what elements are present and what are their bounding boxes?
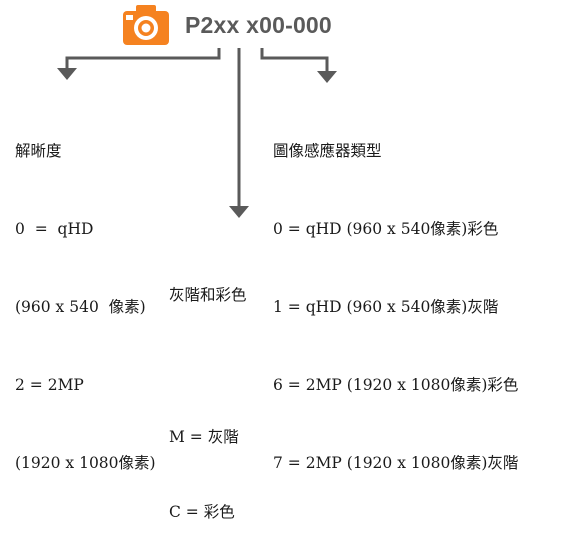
sensor-type-line: 1 = qHD (960 x 540像素)灰階 [273,298,499,316]
sensor-type-line: 7 = 2MP (1920 x 1080像素)灰階 [273,454,519,472]
model-code-suffix: x00-000 [246,11,332,38]
model-code: P2xx x00-000 [185,12,332,39]
model-code-header: P2xx x00-000 [121,3,332,47]
color-mode-line: M = 灰階 [169,428,239,446]
resolution-line: (1920 x 1080像素) [15,454,156,472]
resolution-line: 0 = qHD [15,220,94,238]
color-mode-title: 灰階和彩色 [169,286,247,304]
sensor-type-line: 0 = qHD (960 x 540像素)彩色 [273,220,499,238]
sensor-type-legend: 圖像感應器類型 0 = qHD (960 x 540像素)彩色 1 = qHD … [273,86,518,502]
arrow-to-resolution [65,48,221,70]
spacer [169,360,247,374]
resolution-line: (960 x 540 像素) [15,298,146,316]
model-code-prefix: P2xx [185,11,240,38]
connector-arrows [57,48,337,218]
arrowhead-sensor-type [317,71,337,83]
sensor-type-line: 6 = 2MP (1920 x 1080像素)彩色 [273,376,519,394]
arrow-to-sensor-type [260,48,329,73]
arrowhead-color-mode [229,206,249,218]
resolution-title: 解晰度 [15,142,62,160]
sensor-type-title: 圖像感應器類型 [273,142,382,160]
resolution-legend: 解晰度 0 = qHD (960 x 540 像素) 2 = 2MP (1920… [15,86,156,502]
arrowhead-resolution [57,68,77,80]
resolution-line: 2 = 2MP [15,376,84,394]
color-mode-legend: 灰階和彩色 M = 灰階 C = 彩色 [169,230,247,550]
color-mode-line: C = 彩色 [169,503,235,521]
camera-icon [123,5,169,45]
